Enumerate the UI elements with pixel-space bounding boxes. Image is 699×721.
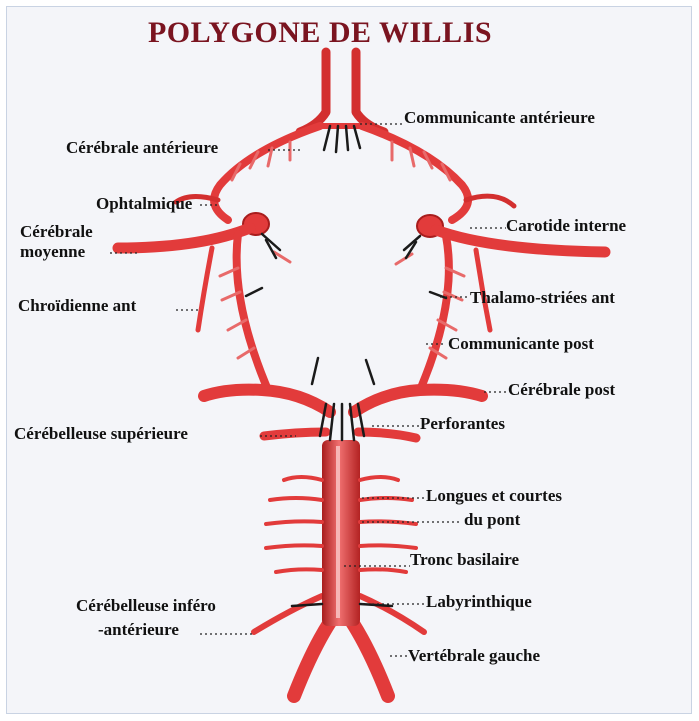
cerebrale-post-right <box>354 390 482 412</box>
choroidienne-left <box>198 248 212 330</box>
communicante-post-left <box>237 234 268 390</box>
label-longues-courtes-line1: Longues et courtes <box>426 486 562 506</box>
label-labyrinthique: Labyrinthique <box>426 592 532 612</box>
label-cerebelleuse-superieure: Cérébelleuse supérieure <box>14 424 188 444</box>
cerebrale-anterieure-left-upper <box>300 52 326 132</box>
label-carotide-interne: Carotide interne <box>506 216 626 236</box>
cerebrale-anterieure-left <box>214 126 320 220</box>
cerebelleuse-infero-left <box>254 596 322 632</box>
cerebelleuse-infero-right <box>360 596 424 632</box>
cerebrale-anterieure-right-upper <box>356 52 384 132</box>
cerebelleuse-superieure-right <box>358 432 416 438</box>
label-cerebrale-moyenne-line2: moyenne <box>20 242 85 262</box>
vertebrale-droite <box>294 622 330 696</box>
cerebrale-anterieure-right <box>362 126 468 220</box>
label-communicante-post: Communicante post <box>448 334 594 354</box>
cerebrale-moyenne-left <box>118 228 250 248</box>
label-tronc-basilaire: Tronc basilaire <box>410 550 519 570</box>
communicante-post-right <box>420 236 449 390</box>
cerebrale-post-left <box>204 390 330 412</box>
label-thalamo-striees-ant: Thalamo-striées ant <box>470 288 615 308</box>
label-communicante-anterieure: Communicante antérieure <box>404 108 595 128</box>
label-cerebelleuse-infero-line2: -antérieure <box>98 620 179 640</box>
label-longues-courtes-line2: du pont <box>464 510 520 530</box>
label-vertebrale-gauche: Vertébrale gauche <box>408 646 540 666</box>
label-perforantes: Perforantes <box>420 414 505 434</box>
label-ophtalmique: Ophtalmique <box>96 194 192 214</box>
label-choroidienne-ant: Chroïdienne ant <box>18 296 136 316</box>
label-cerebrale-post: Cérébrale post <box>508 380 615 400</box>
ophtalmique-right <box>466 196 514 206</box>
cortical-branches <box>220 142 464 358</box>
label-cerebelleuse-infero-line1: Cérébelleuse inféro <box>76 596 216 616</box>
tronc-basilaire <box>322 440 360 626</box>
vertebrale-gauche <box>352 622 388 696</box>
label-cerebrale-anterieure: Cérébrale antérieure <box>66 138 218 158</box>
label-cerebrale-moyenne-line1: Cérébrale <box>20 222 93 242</box>
